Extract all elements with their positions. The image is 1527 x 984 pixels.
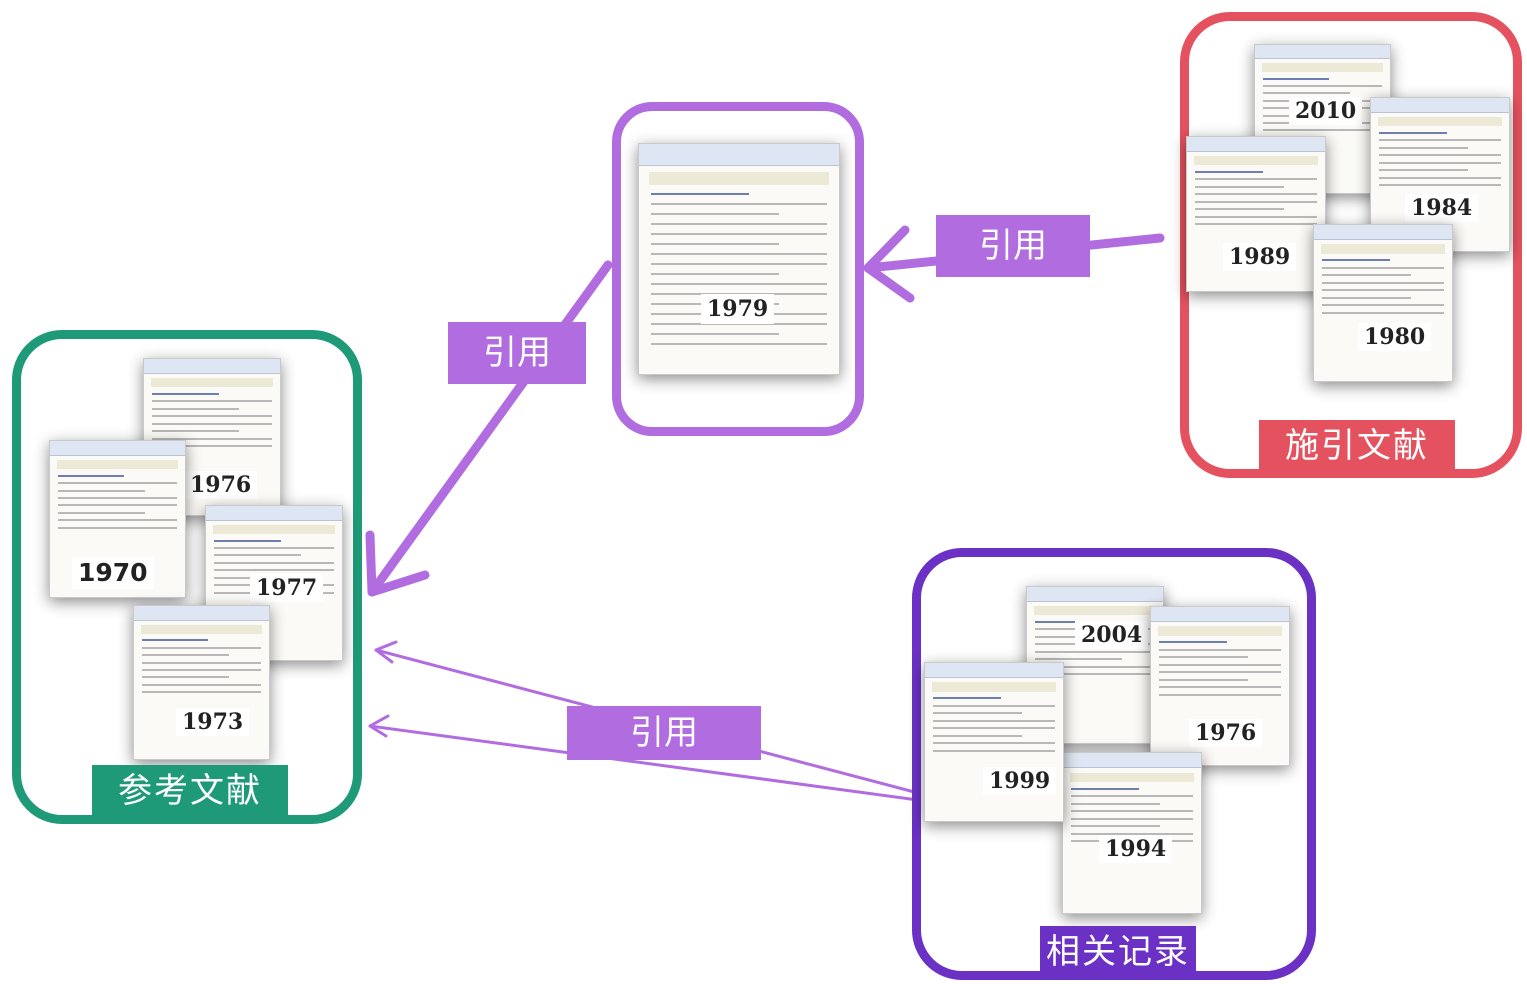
cite-label-related: 引用: [567, 706, 761, 760]
references-label: 参考文献: [92, 765, 288, 817]
cite-label-references: 引用: [448, 322, 586, 384]
related-page-1994[interactable]: 1994: [1062, 752, 1202, 914]
related-label: 相关记录: [1040, 926, 1196, 978]
related-page-1999[interactable]: 1999: [924, 662, 1064, 822]
related-year-2: 1976: [1189, 719, 1263, 747]
citing-year-4: 1980: [1358, 323, 1432, 351]
citing-year-1: 2010: [1289, 97, 1363, 125]
citing-year-2: 1984: [1405, 194, 1479, 222]
related-year-1: 2004: [1075, 621, 1149, 649]
center-record-year: 1979: [701, 294, 775, 324]
citing-year-3: 1989: [1223, 243, 1297, 271]
reference-page-1970[interactable]: 1970: [49, 440, 186, 598]
reference-page-1973[interactable]: 1973: [133, 605, 270, 760]
reference-page-1977[interactable]: 1977: [205, 505, 343, 661]
arrowhead-center: [863, 225, 915, 303]
reference-year-4: 1973: [176, 708, 250, 736]
reference-year-1: 1976: [184, 471, 258, 499]
citing-page-1980[interactable]: 1980: [1313, 224, 1453, 382]
reference-year-2: 1970: [72, 557, 154, 589]
related-year-3: 1999: [983, 767, 1057, 795]
related-page-1976[interactable]: 1976: [1150, 606, 1290, 766]
reference-year-3: 1977: [250, 574, 324, 602]
citing-page-1989[interactable]: 1989: [1186, 136, 1326, 292]
cite-label-citing: 引用: [936, 215, 1090, 277]
related-year-4: 1994: [1099, 835, 1173, 863]
arrow-related-to-references-2: [368, 724, 920, 802]
arrowhead-references-upper: [365, 530, 430, 597]
citing-label: 施引文献: [1259, 420, 1455, 472]
arrowhead-references-2: [368, 714, 390, 738]
arrow-center-to-references: [367, 260, 613, 597]
center-record-page[interactable]: 1979: [638, 143, 840, 375]
arrowhead-references-1: [374, 640, 398, 664]
